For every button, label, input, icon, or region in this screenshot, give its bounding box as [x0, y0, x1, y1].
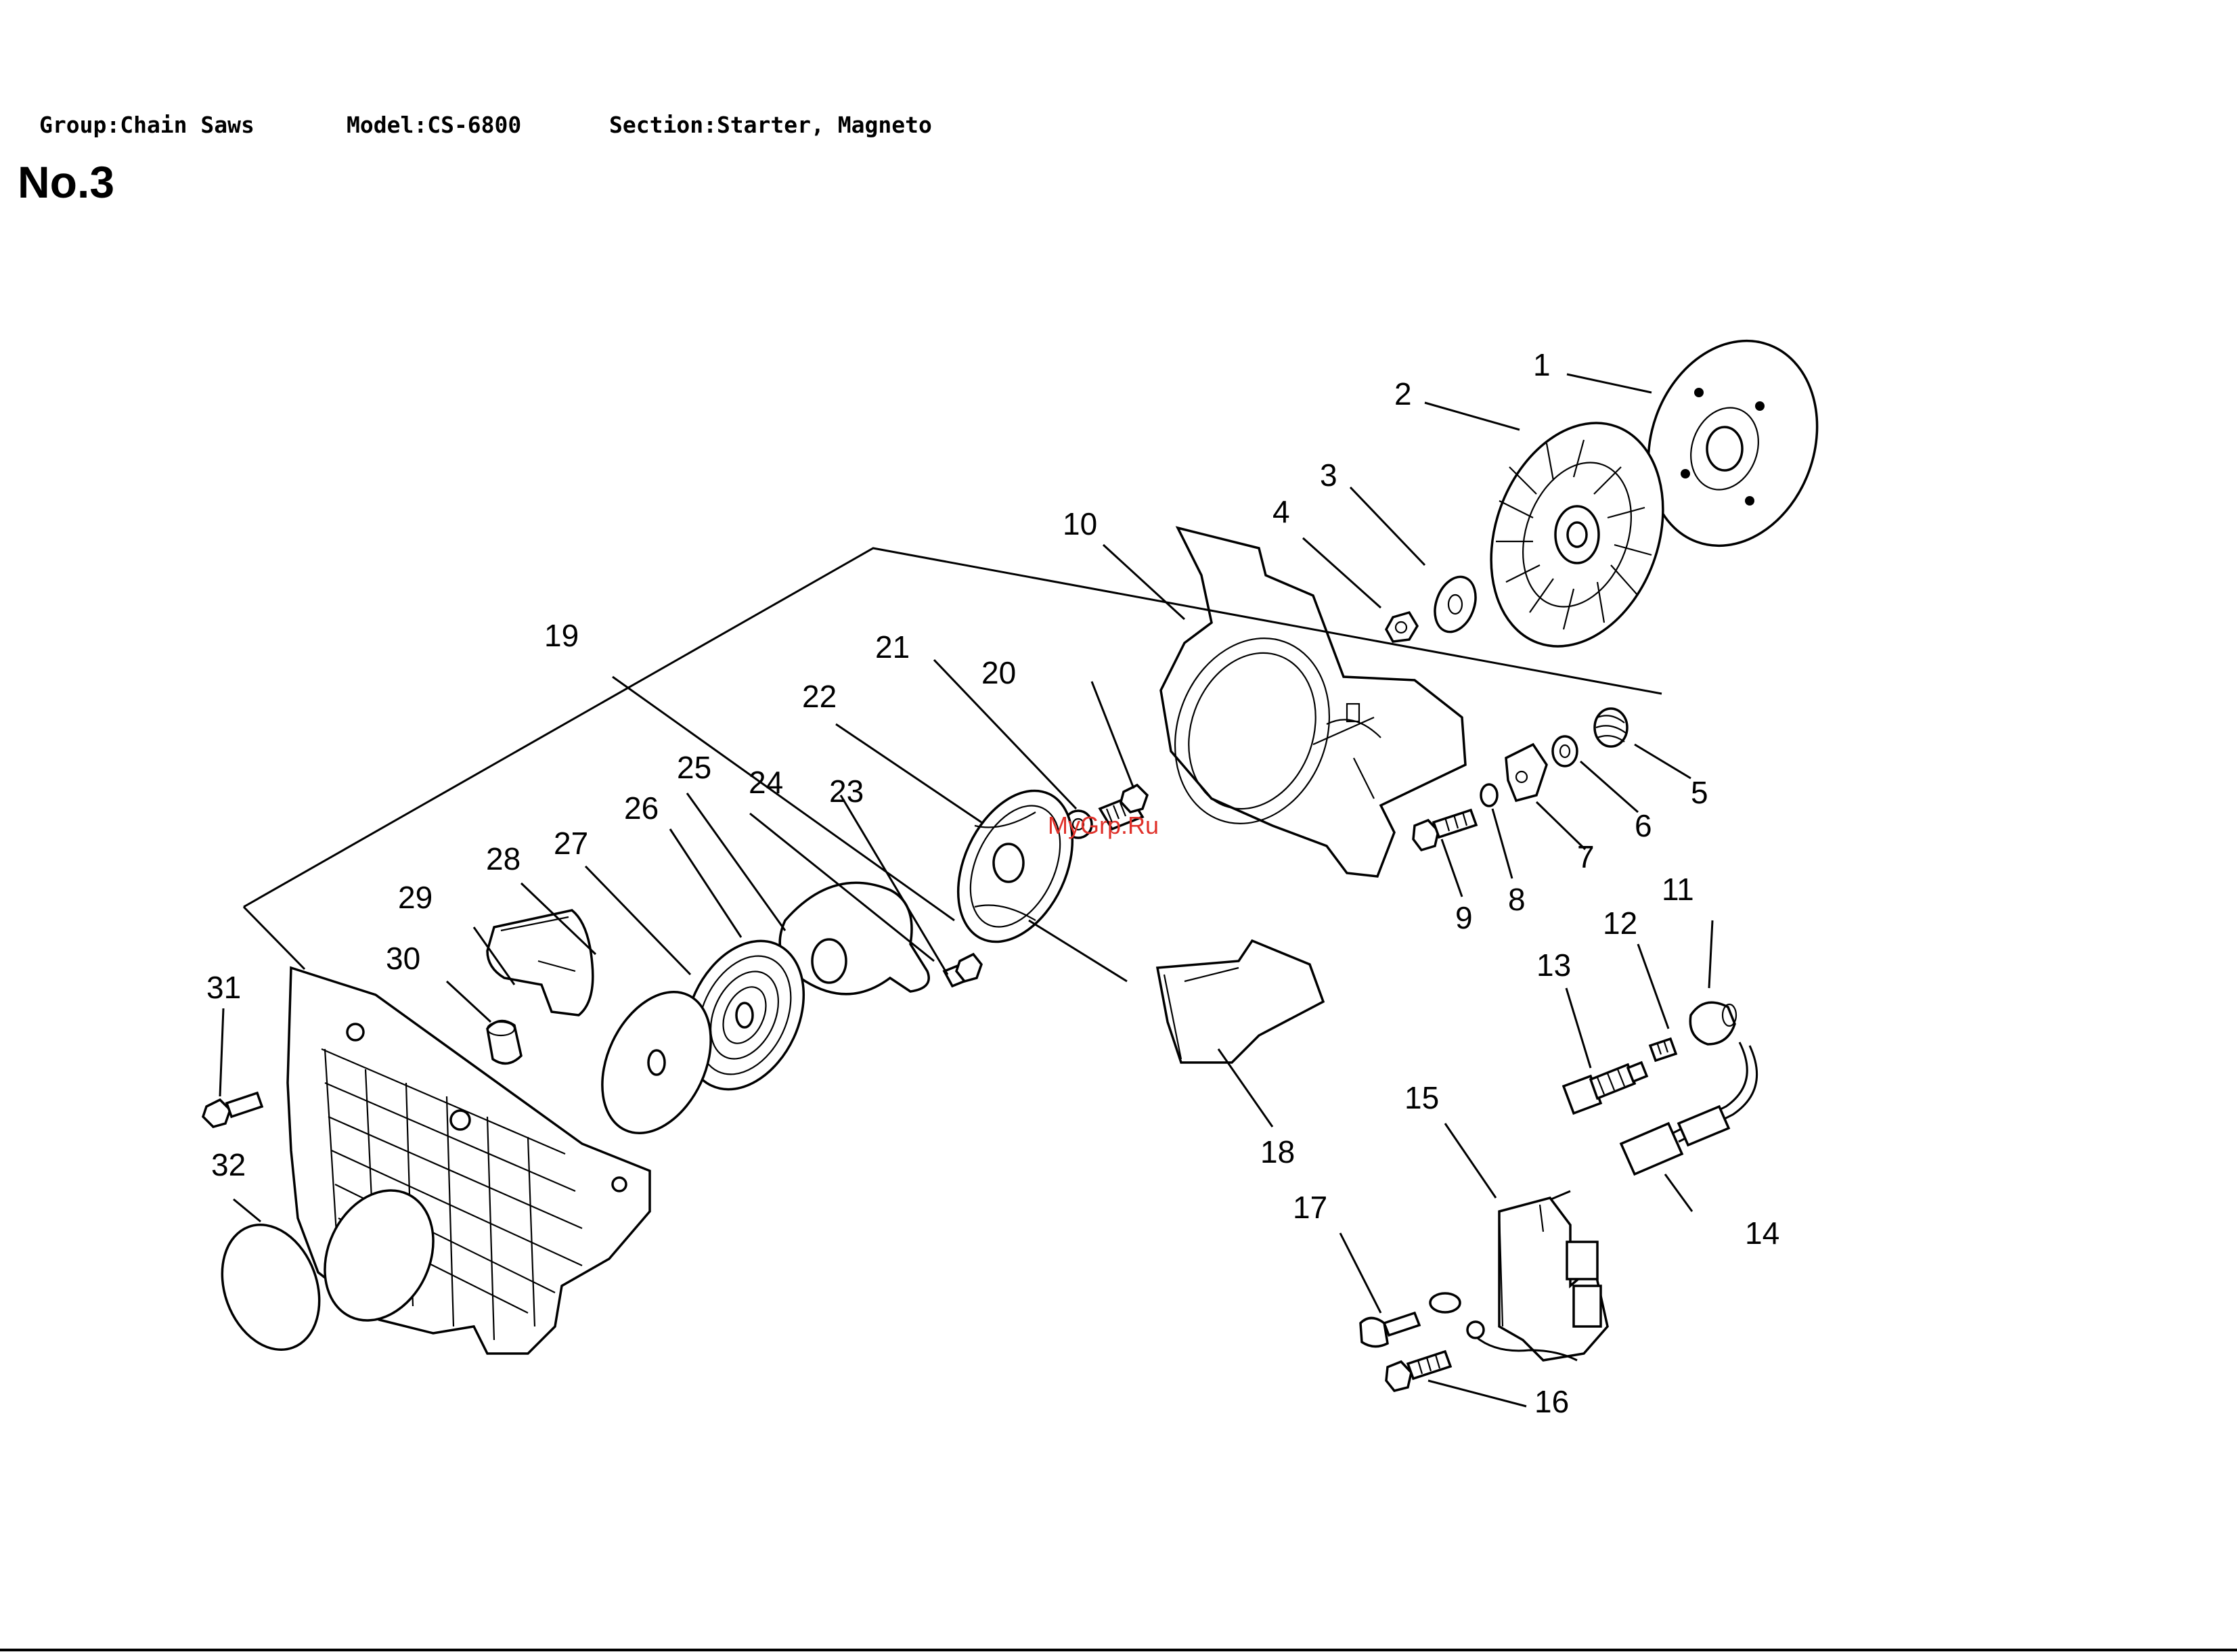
callout-26: 26 — [624, 790, 659, 826]
section-label: Section:Starter, Magneto — [609, 112, 932, 138]
group-label: Group:Chain Saws — [39, 112, 254, 138]
callout-32: 32 — [211, 1147, 246, 1182]
part-starter-handle-27 — [487, 910, 593, 1015]
callout-27: 27 — [554, 826, 588, 861]
part-bolt-9 — [1413, 810, 1476, 850]
callout-9: 9 — [1455, 900, 1473, 935]
callout-6: 6 — [1635, 808, 1652, 843]
callout-14: 14 — [1745, 1215, 1779, 1251]
callout-25: 25 — [677, 750, 711, 785]
callout-20: 20 — [981, 655, 1016, 690]
callout-5: 5 — [1691, 775, 1708, 810]
callout-28: 28 — [486, 841, 521, 876]
watermark: MyGrp.Ru — [1048, 811, 1159, 839]
callout-29: 29 — [398, 880, 433, 915]
part-bolt-31 — [203, 1093, 262, 1127]
part-pulley-22 — [935, 772, 1127, 981]
part-pawl-7 — [1506, 744, 1547, 801]
part-screw-23 — [944, 954, 981, 986]
part-plug-cap-11 — [1690, 1002, 1736, 1044]
model-label: Model:CS-6800 — [347, 112, 521, 138]
callout-19: 19 — [544, 618, 579, 653]
part-nut-4 — [1386, 612, 1417, 642]
callout-15: 15 — [1404, 1080, 1439, 1115]
part-ignition-coil-15 — [1430, 1198, 1608, 1360]
part-washer-6 — [1553, 736, 1577, 766]
callout-10: 10 — [1063, 506, 1097, 541]
callout-17: 17 — [1293, 1190, 1327, 1225]
callout-1: 1 — [1533, 347, 1551, 382]
callout-3: 3 — [1320, 457, 1337, 493]
callout-18: 18 — [1260, 1134, 1295, 1169]
callout-8: 8 — [1508, 882, 1526, 917]
callout-30: 30 — [386, 941, 420, 976]
part-washer-8 — [1481, 784, 1497, 806]
callout-24: 24 — [749, 765, 783, 800]
callout-16: 16 — [1534, 1384, 1569, 1419]
page-title: No.3 — [18, 157, 114, 207]
part-washer-3 — [1427, 571, 1482, 638]
callout-4: 4 — [1272, 494, 1290, 529]
callout-22: 22 — [802, 679, 837, 714]
callout-12: 12 — [1603, 906, 1637, 941]
callout-31: 31 — [206, 970, 241, 1005]
part-spring-5 — [1595, 709, 1627, 746]
part-spark-plug-13 — [1564, 1063, 1647, 1113]
part-cover-18 — [1157, 941, 1323, 1063]
callout-11: 11 — [1662, 872, 1694, 907]
callout-13: 13 — [1536, 947, 1571, 983]
callout-7: 7 — [1577, 839, 1595, 874]
part-spring-12 — [1650, 1039, 1676, 1061]
callout-23: 23 — [829, 774, 864, 809]
callout-21: 21 — [875, 629, 910, 665]
part-screw-17 — [1360, 1313, 1419, 1347]
part-grommet-28 — [487, 1021, 521, 1064]
part-starter-case-30 — [288, 968, 650, 1354]
callout-2: 2 — [1394, 376, 1412, 411]
